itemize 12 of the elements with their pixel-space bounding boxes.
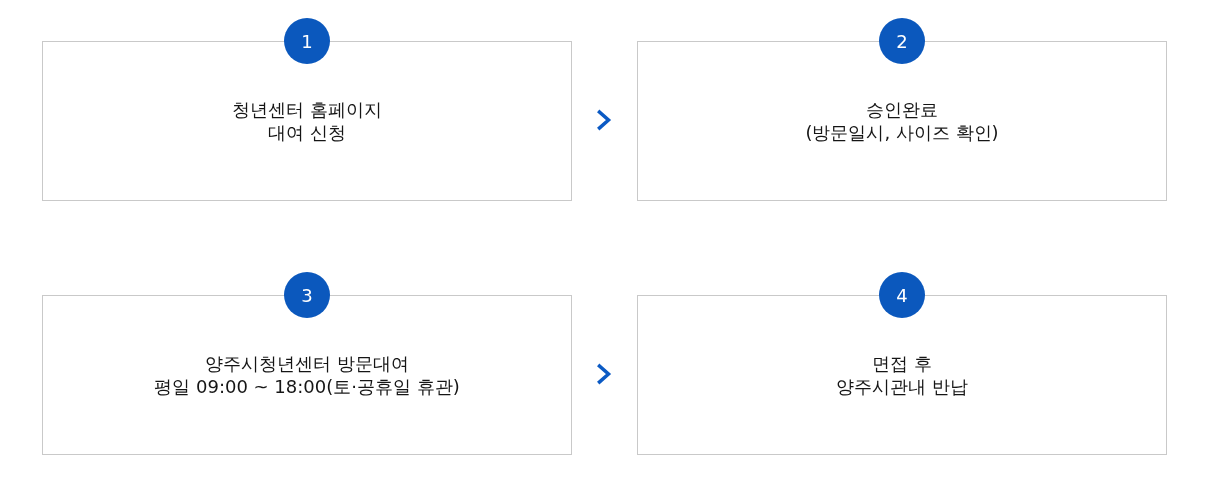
step-number: 3 — [284, 272, 330, 318]
step-number: 1 — [284, 18, 330, 64]
step-title: 면접 후 양주시관내 반납 — [836, 353, 968, 397]
step-detail: (방문일시, 사이즈 확인) — [805, 122, 999, 143]
step-number: 2 — [879, 18, 925, 64]
step-title: 승인완료 — [866, 99, 938, 120]
chevron-arrow — [597, 364, 612, 384]
step-title: 양주시청년센터 방문대여 — [205, 353, 409, 374]
chevron-arrow — [597, 110, 612, 130]
step-detail: 평일 09:00 ~ 18:00(토·공휴일 휴관) — [154, 376, 460, 397]
step-number: 4 — [879, 272, 925, 318]
step-title: 청년센터 홈페이지 대여 신청 — [232, 99, 382, 143]
